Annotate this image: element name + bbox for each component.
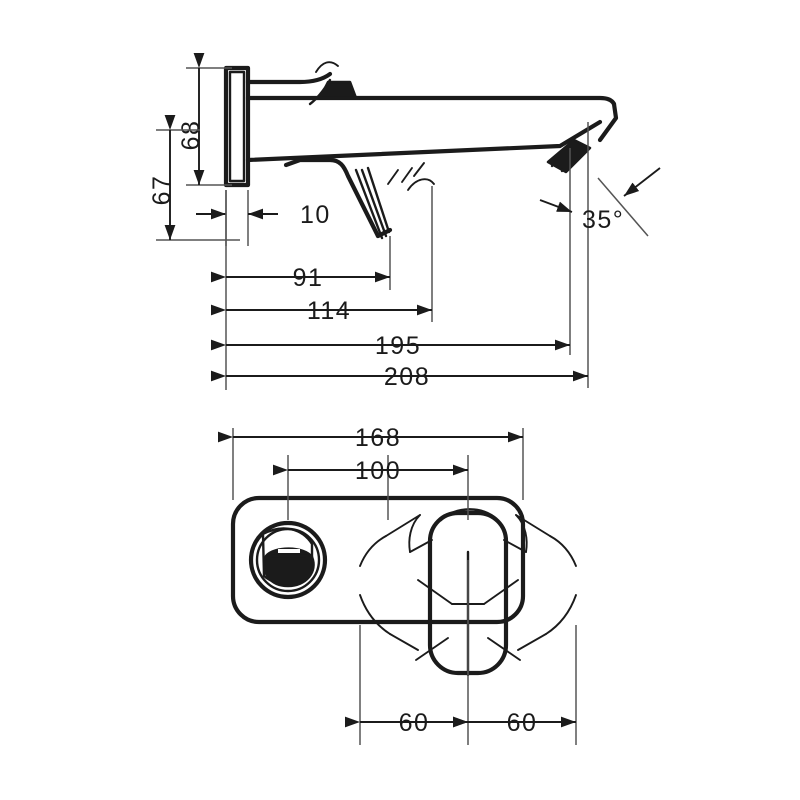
motion-hatch-marks <box>387 162 435 191</box>
dimension-label-60-left: 60 <box>399 709 430 737</box>
bottom-dimension-extension-lines <box>359 560 577 745</box>
dimension-195: 195 <box>211 332 570 360</box>
dimension-label-114: 114 <box>307 297 351 325</box>
dimension-208: 208 <box>211 363 588 391</box>
side-elevation-view: 68 67 10 <box>148 53 661 391</box>
dimension-label-100: 100 <box>355 457 401 485</box>
dimension-67: 67 <box>148 115 240 241</box>
dimension-extension-lines <box>225 122 589 390</box>
lever-handle-side <box>283 157 393 240</box>
dimension-91: 91 <box>211 264 390 292</box>
dimension-label-208: 208 <box>384 363 430 391</box>
faucet-body-upper-profile <box>245 71 617 107</box>
dimension-label-168: 168 <box>355 424 401 452</box>
dimension-label-195: 195 <box>375 332 421 360</box>
aerator-outlet <box>546 138 592 174</box>
dimension-60-right: 60 <box>453 709 576 737</box>
dimension-60-left: 60 <box>345 709 468 737</box>
dimension-label-67: 67 <box>148 175 176 206</box>
dimension-114: 114 <box>211 297 432 325</box>
spout-lower-profile <box>245 101 619 163</box>
dimension-68: 68 <box>177 53 232 186</box>
dimension-100: 100 <box>273 457 468 485</box>
dimension-label-68: 68 <box>177 120 205 151</box>
wall-plate-section <box>223 65 251 188</box>
lever-swing-arc-side <box>315 61 339 73</box>
dimension-35-degrees: 35° <box>539 167 661 237</box>
dimension-label-91: 91 <box>293 264 324 292</box>
dimension-168: 168 <box>218 424 523 452</box>
dimension-10: 10 <box>196 190 331 246</box>
dimension-label-10: 10 <box>300 201 331 229</box>
lever-swing-arcs <box>359 514 577 661</box>
dimension-label-60-right: 60 <box>507 709 538 737</box>
spout-outlet-front <box>248 520 328 600</box>
dimension-label-35-degrees: 35° <box>582 206 624 234</box>
front-elevation-view: 168 100 60 60 <box>218 424 577 745</box>
escutcheon-plate-front <box>230 495 526 625</box>
